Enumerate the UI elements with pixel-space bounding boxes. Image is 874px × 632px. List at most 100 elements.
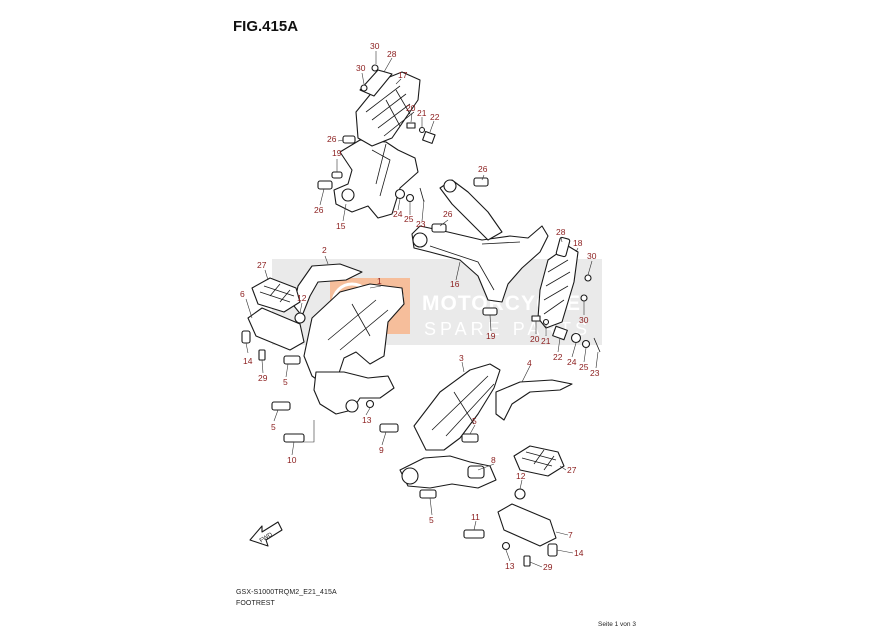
- callout-12: 12: [516, 471, 526, 481]
- page-indicator: Seite 1 von 3: [598, 621, 636, 628]
- callout-3: 3: [459, 353, 464, 363]
- callout-8: 8: [491, 455, 496, 465]
- screw-30d: [580, 294, 588, 302]
- fwd-arrow-icon: [249, 521, 283, 547]
- ring-13b: [501, 541, 511, 551]
- rear-bracket-left-boss: [341, 188, 355, 202]
- pin-19a: [331, 171, 343, 179]
- callout-15: 15: [336, 221, 346, 231]
- rear-bracket-right-upper-arm: [439, 179, 503, 241]
- callout-27: 27: [257, 260, 267, 270]
- callout-13: 13: [505, 561, 515, 571]
- callout-numbers: 30 28 30 17 20 21 22 26 19 26 15 24 25 2…: [240, 41, 600, 572]
- screw-30b: [360, 84, 368, 92]
- bolt-9: [379, 423, 399, 433]
- footpeg-27a-grip: [259, 283, 295, 303]
- callout-19: 19: [486, 331, 496, 341]
- ring-13a: [365, 399, 375, 409]
- watermark-line2: SPARE PARTS: [424, 319, 591, 339]
- bolt-5c: [461, 433, 479, 443]
- rubber-14a: [241, 330, 251, 344]
- heel-guard-28a: [359, 69, 393, 97]
- footrest-bracket-lower-boss: [345, 399, 359, 413]
- spring-12b: [514, 488, 526, 500]
- cotter-pin-23b: [593, 337, 601, 353]
- callout-30: 30: [356, 63, 366, 73]
- bolt-29b: [523, 555, 531, 567]
- callout-14: 14: [243, 356, 253, 366]
- callout-13: 13: [362, 415, 372, 425]
- callout-29: 29: [258, 373, 268, 383]
- footpeg-27b-grip: [521, 449, 557, 471]
- bolt-26b: [317, 180, 333, 190]
- rubber-14b: [547, 543, 558, 557]
- callout-7: 7: [568, 530, 573, 540]
- figure-title: FIG.415A: [233, 18, 299, 35]
- callout-5: 5: [283, 377, 288, 387]
- rear-bracket-left-group: [317, 64, 436, 219]
- model-code-caption: GSX-S1000TRQM2_E21_415A: [236, 589, 337, 596]
- front-footrest-left-group: [241, 263, 405, 443]
- callout-9: 9: [379, 445, 384, 455]
- callout-18: 18: [573, 238, 583, 248]
- ball-21a: [418, 126, 426, 134]
- rear-bracket-left: [333, 139, 419, 219]
- callout-16: 16: [450, 279, 460, 289]
- pin-11: [463, 529, 485, 539]
- plate-22b: [552, 325, 568, 341]
- section-name-caption: FOOTREST: [236, 600, 275, 607]
- pin-10: [283, 433, 305, 443]
- callout-23: 23: [590, 368, 600, 378]
- callout-14: 14: [574, 548, 584, 558]
- heel-plate-4: [495, 379, 573, 421]
- rear-bracket-right-boss-top: [443, 179, 457, 193]
- rear-bracket-right-group: [411, 177, 601, 353]
- callout-5: 5: [429, 515, 434, 525]
- callout-30: 30: [370, 41, 380, 51]
- callout-20: 20: [530, 334, 540, 344]
- heel-guard-28b: [555, 236, 571, 258]
- ball-21b: [542, 318, 550, 326]
- callout-26: 26: [443, 209, 453, 219]
- rear-bracket-right-boss-front: [412, 232, 428, 248]
- callout-6: 6: [240, 289, 245, 299]
- callout-4: 4: [527, 358, 532, 368]
- fwd-direction-indicator: FWD: [249, 521, 283, 547]
- spring-20b: [531, 315, 541, 322]
- callout-10: 10: [287, 455, 297, 465]
- bolt-5a: [283, 355, 301, 365]
- callout-17: 17: [398, 70, 408, 80]
- callout-28: 28: [556, 227, 566, 237]
- callout-24: 24: [567, 357, 577, 367]
- callout-26: 26: [478, 164, 488, 174]
- collar-8: [467, 465, 485, 479]
- callout-27: 27: [567, 465, 577, 475]
- rear-footrest-plate-18-grip: [543, 259, 571, 315]
- plate-22a: [422, 130, 436, 144]
- callout-19: 19: [332, 148, 342, 158]
- callout-20: 20: [406, 103, 416, 113]
- callout-30: 30: [579, 315, 589, 325]
- rear-footrest-plate-grip: [365, 85, 415, 137]
- washer-25a: [405, 193, 415, 203]
- callout-24: 24: [393, 209, 403, 219]
- spring-12a: [294, 312, 306, 324]
- callout-5: 5: [271, 422, 276, 432]
- rear-bracket-right-rib: [429, 241, 521, 291]
- callout-21: 21: [541, 336, 551, 346]
- footpeg-arm-7: [497, 503, 557, 547]
- bolt-5b: [271, 401, 291, 411]
- bolt-26d: [431, 223, 447, 233]
- bolt-5d: [419, 489, 437, 499]
- footrest-bracket-lower-right: [399, 455, 497, 489]
- callout-22: 22: [430, 112, 440, 122]
- callout-26: 26: [327, 134, 337, 144]
- footrest-bracket-3-rib: [431, 375, 495, 437]
- callout-22: 22: [553, 352, 563, 362]
- footpeg-27a: [251, 277, 301, 313]
- rear-bracket-right-16: [411, 225, 549, 303]
- callout-11: 11: [471, 512, 480, 522]
- footrest-bracket-lower: [313, 371, 395, 415]
- callout-25: 25: [404, 214, 414, 224]
